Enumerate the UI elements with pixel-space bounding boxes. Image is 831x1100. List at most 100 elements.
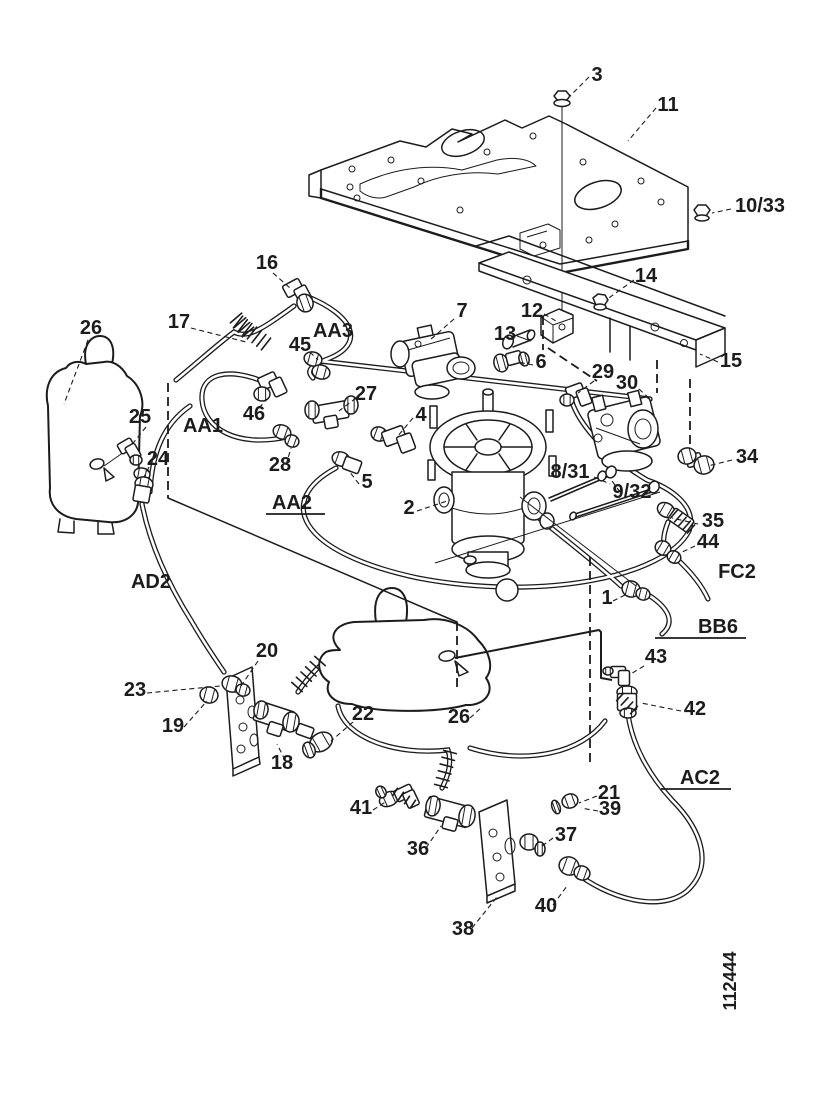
spring-tick: [309, 660, 322, 672]
fitting-body: [441, 816, 459, 832]
callout-38: 38: [452, 918, 474, 940]
spring-tick: [615, 692, 625, 702]
hose-res2-right-inner: [468, 719, 607, 758]
mounting-bracket-38: [478, 799, 516, 904]
pipe-to-elbow-43: [454, 629, 613, 681]
hex-fitting: [253, 386, 271, 402]
hex-fitting: [693, 455, 715, 475]
callout-6: 6: [535, 351, 546, 373]
callout-46-leader: [258, 398, 268, 409]
hose-bb6-b-inner: [648, 594, 671, 636]
hex-fitting: [602, 666, 614, 676]
hose-ac2-inner: [573, 712, 704, 904]
support-bracket-15: [475, 235, 726, 368]
callout-27-leader: [338, 397, 357, 412]
callout-11: 11: [657, 94, 678, 116]
spring-tick: [313, 655, 327, 667]
callout-16-leader: [272, 272, 291, 289]
fitting-body: [617, 669, 631, 687]
spring-tick: [669, 509, 679, 519]
zone-ac2: AC2: [680, 767, 720, 789]
fitting-body: [323, 414, 339, 430]
construction-lines: [434, 491, 661, 587]
callout-22-leader: [330, 721, 354, 742]
callout-44-leader: [677, 545, 696, 555]
zone-aa2: AA2: [272, 492, 312, 514]
callout-16: 16: [256, 252, 278, 274]
relay-valve-2: [427, 388, 557, 602]
hose-bb6-a-inner: [538, 517, 623, 588]
hose-fc2-inner: [676, 558, 710, 601]
callout-5-leader: [348, 470, 360, 485]
callout-34-leader: [707, 459, 733, 467]
spring-tick: [433, 783, 449, 789]
hex-fitting: [550, 799, 562, 815]
spring-tick: [237, 318, 249, 333]
callout-35-leader: [671, 517, 699, 525]
spring-guards: [229, 312, 696, 809]
callout-9-32: 9/32: [613, 481, 652, 503]
callout-42: 42: [684, 698, 706, 720]
bracket-12: [501, 308, 574, 350]
callout-11-leader: [627, 107, 657, 142]
zone-ad2: AD2: [131, 571, 171, 593]
callout-42-leader: [640, 702, 682, 712]
spring-tick: [255, 333, 267, 348]
spring-tick: [241, 326, 255, 338]
callout-20: 20: [256, 640, 278, 662]
fitting-24-body: [132, 484, 152, 504]
hex-fitting: [253, 700, 269, 720]
callout-26-left: 26: [80, 317, 102, 339]
callout-7-leader: [429, 318, 455, 341]
spring-tick: [625, 701, 634, 711]
bolt-8-31: [569, 480, 660, 521]
spring-tick: [233, 316, 247, 329]
bolt-10-33: [693, 204, 711, 222]
callout-37-leader: [541, 837, 554, 847]
callout-40: 40: [535, 895, 557, 917]
spring-tick: [439, 763, 454, 769]
fitting-body: [395, 432, 417, 454]
callout-7: 7: [456, 300, 467, 322]
spring-tick: [300, 671, 313, 683]
callout-29: 29: [592, 361, 614, 383]
hose-aa1-loop-inner: [200, 372, 289, 442]
spring-tick: [290, 681, 304, 693]
hex-fitting: [534, 841, 546, 857]
fitting-body: [266, 720, 284, 738]
callout-20-leader: [238, 660, 259, 690]
callout-14-leader: [605, 279, 635, 301]
callout-24: 24: [147, 448, 170, 470]
spring-tick: [686, 524, 696, 534]
control-valve-30: [587, 389, 661, 472]
spring-tick: [437, 769, 452, 775]
hex-fitting: [301, 741, 317, 759]
zone-aa1: AA1: [183, 415, 223, 437]
callout-18-leader: [276, 743, 286, 761]
mounting-plate-11: [308, 90, 711, 332]
callout-46: 46: [243, 403, 265, 425]
fitting-body: [268, 376, 288, 398]
callout-8-31-leader: [593, 476, 611, 485]
zone-fc2: FC2: [718, 561, 756, 583]
hex-fitting: [666, 549, 682, 565]
hex-fitting: [458, 804, 476, 828]
spring-tick: [397, 791, 405, 801]
bolt-14: [592, 293, 609, 311]
spring-tick: [678, 516, 687, 527]
callout-13: 13: [494, 323, 516, 345]
callout-22: 22: [352, 703, 374, 725]
spring-tick: [241, 322, 253, 337]
spring-tick: [237, 321, 251, 334]
hose-fittings: [116, 277, 715, 881]
callout-4-leader: [396, 417, 414, 438]
bolt-13: [501, 329, 536, 350]
spring-tick: [403, 795, 411, 805]
spring-tick: [232, 315, 244, 329]
spring-tick: [304, 665, 317, 677]
callout-24-leader: [143, 466, 150, 478]
spring-tick: [260, 337, 272, 351]
reservoir-26-left: [45, 335, 144, 535]
elbow-22: [295, 722, 315, 740]
